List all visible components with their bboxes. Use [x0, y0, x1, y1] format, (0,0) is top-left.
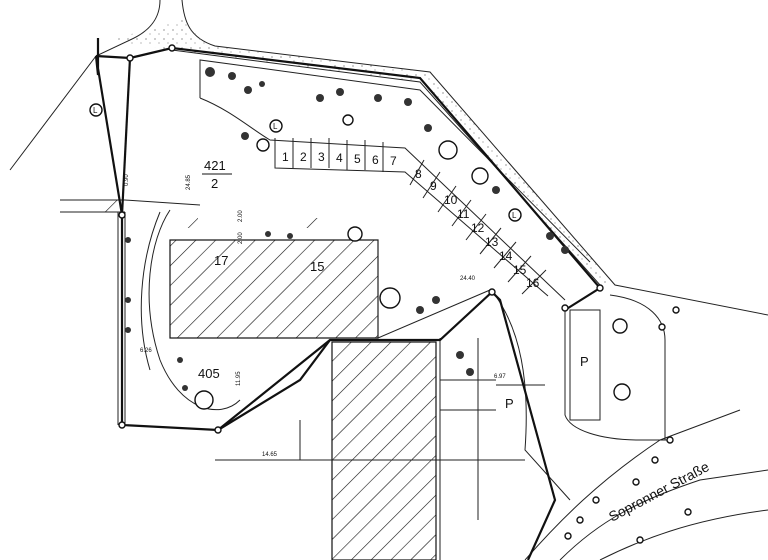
dimension-label: 0.90	[124, 174, 130, 186]
dimension-label: 11.95	[236, 371, 242, 386]
stall-number: 7	[390, 154, 397, 168]
plot-number-405: 405	[198, 366, 220, 381]
stall-number: 6	[372, 153, 379, 167]
parking-mark: P	[580, 354, 589, 369]
lamp-mark: L	[273, 122, 278, 131]
stall-number: 10	[444, 193, 458, 207]
dimensions: 24.85 2.00 2.00 0.90 6.26 11.95 14.65 24…	[124, 174, 506, 458]
building-main	[169, 239, 379, 339]
plot-boundary	[94, 38, 557, 560]
stall-number: 8	[415, 167, 422, 181]
parking-bay	[199, 59, 591, 301]
lamp-mark: L	[512, 211, 517, 220]
dimension-label: 14.65	[262, 452, 278, 458]
stall-number: 2	[300, 150, 307, 164]
trees	[194, 114, 631, 410]
stall-numbers: 1 2 3 4 5 6 7 8 9 10 11 12 13 14 15 16	[282, 150, 540, 290]
plot-number-2: 2	[211, 176, 218, 191]
parking-stalls	[292, 138, 547, 295]
stall-number: 1	[282, 150, 289, 164]
stall-number: 13	[485, 235, 499, 249]
dimension-label: 6.26	[140, 348, 152, 354]
stall-number: 11	[457, 207, 470, 221]
stall-number: 4	[336, 151, 343, 165]
soproner-strasse	[524, 409, 768, 560]
stall-number: 16	[526, 276, 540, 290]
dimension-label: 24.85	[186, 174, 192, 190]
footpaths	[117, 209, 670, 560]
stall-number: 9	[430, 179, 437, 193]
building-label-17: 17	[214, 253, 228, 268]
dimension-label: 24.40	[460, 276, 476, 282]
stall-number: 15	[513, 263, 527, 277]
dimension-label: 2.00	[238, 210, 244, 222]
stall-number: 14	[499, 249, 513, 263]
lamps: L L L	[89, 103, 522, 222]
fences	[98, 200, 320, 228]
stall-number: 5	[354, 152, 361, 166]
boundary-points	[118, 44, 692, 544]
plot-number-421: 421	[204, 158, 226, 173]
parking-mark: P	[505, 396, 514, 411]
stall-number: 12	[471, 221, 485, 235]
dimension-label: 2.00	[238, 232, 244, 244]
road-stipple	[110, 20, 615, 285]
building-label-15: 15	[310, 259, 324, 274]
access-road	[9, 0, 768, 316]
lamp-mark: L	[93, 106, 98, 115]
shrubs	[125, 67, 569, 391]
street-name: Sopronner Straße	[606, 458, 712, 524]
building-south	[331, 341, 437, 560]
dimension-label: 6.97	[494, 374, 506, 380]
stall-number: 3	[318, 150, 325, 164]
